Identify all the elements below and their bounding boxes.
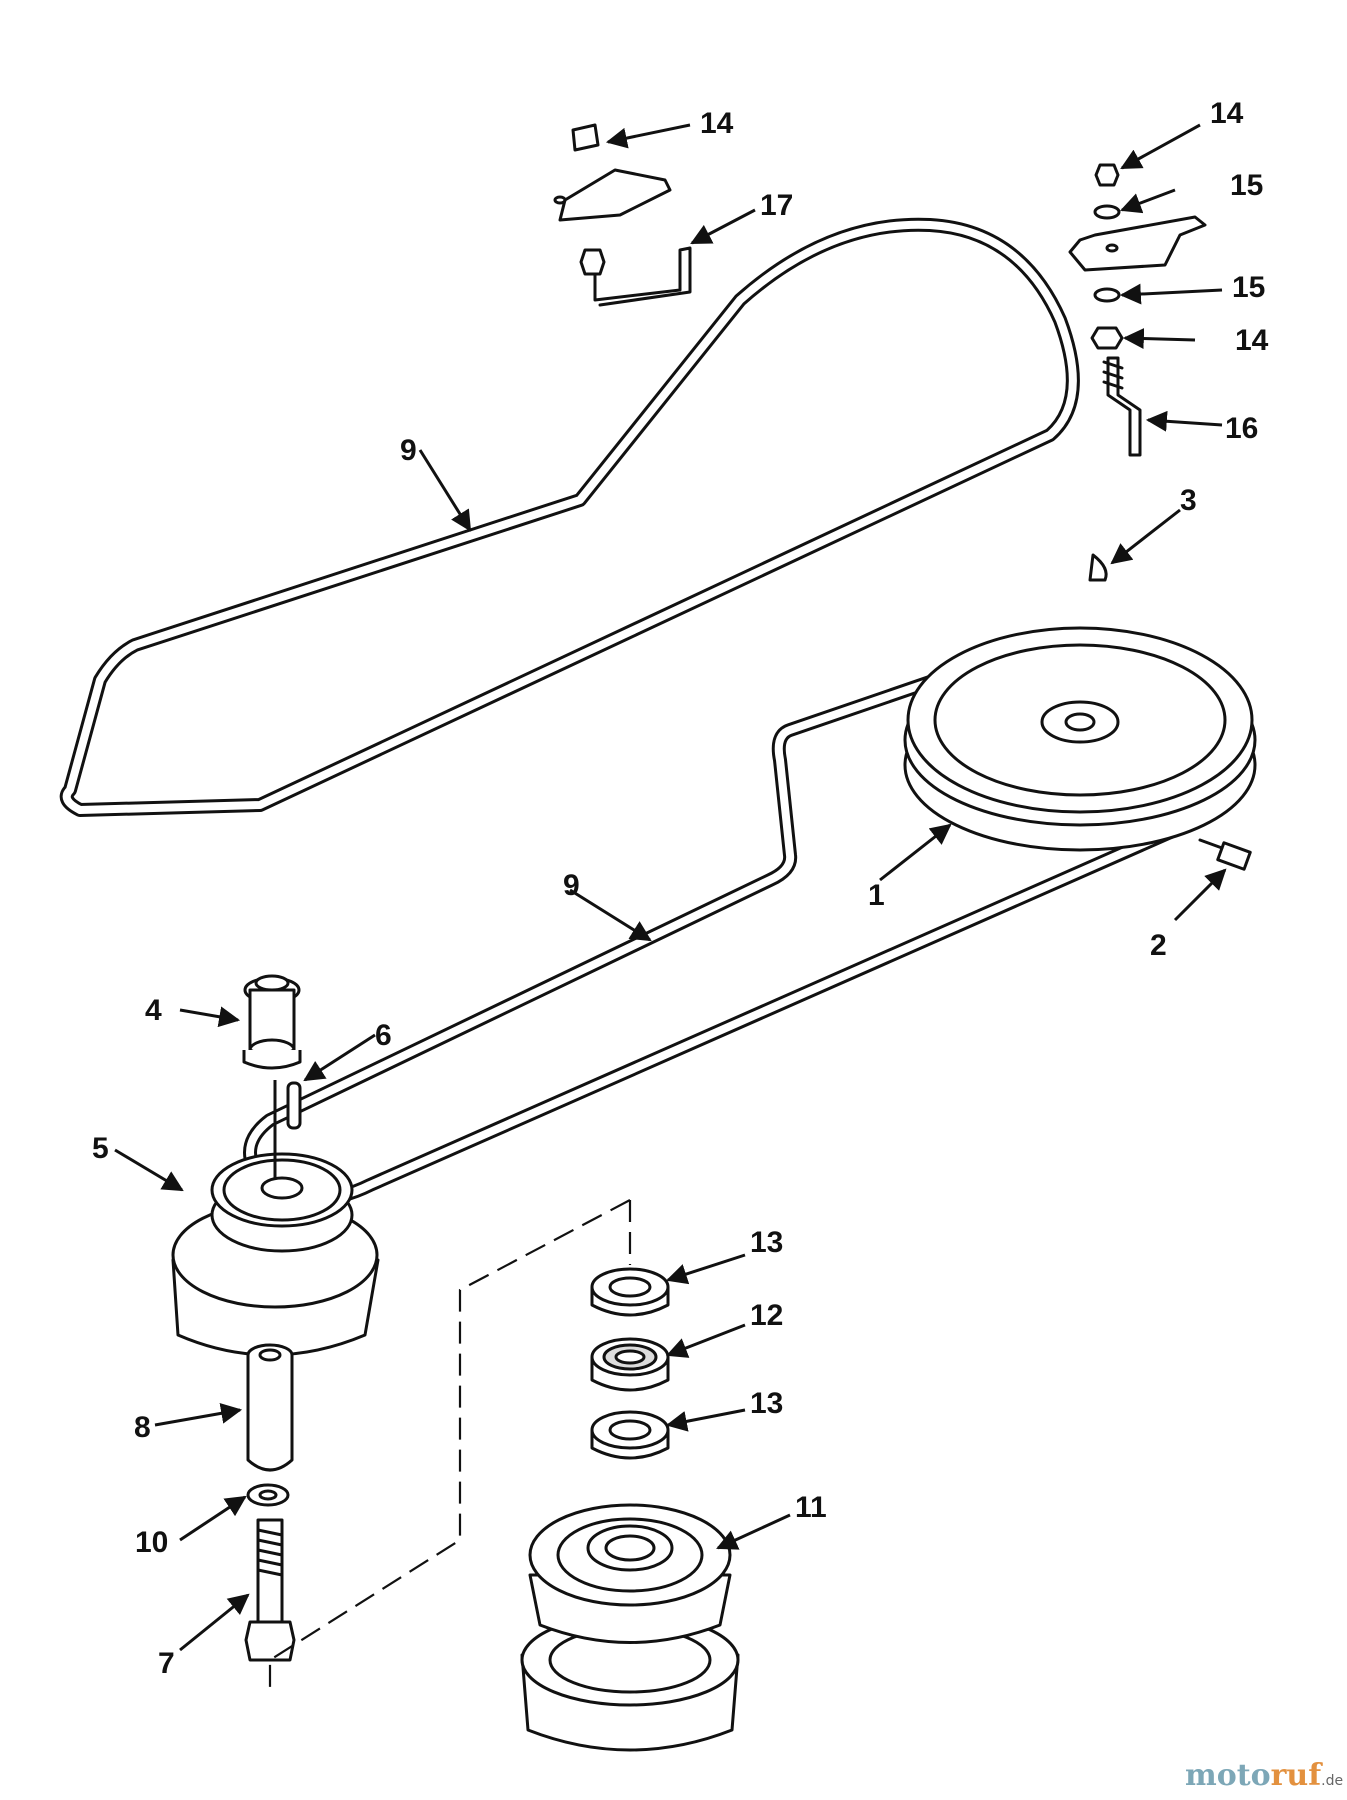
callout-2: 2 <box>1150 929 1167 962</box>
callout-1: 1 <box>868 879 885 912</box>
woodruff-key <box>1088 553 1108 582</box>
leader-arrows <box>114 123 1227 1652</box>
callout-11: 11 <box>795 1491 827 1524</box>
set-screw <box>1198 838 1252 871</box>
large-pulley <box>903 626 1257 852</box>
watermark-logo: motoruf.de <box>1185 1758 1343 1793</box>
idler-bracket-center <box>553 123 692 307</box>
callout-5: 5 <box>92 1132 109 1165</box>
pin <box>286 1081 302 1130</box>
spacer-tube <box>246 1343 294 1472</box>
callout-9-upper: 9 <box>400 434 417 467</box>
bearing-bottom <box>590 1410 670 1460</box>
svg-text:motoruf.de: motoruf.de <box>1185 1758 1343 1793</box>
callout-14-top-right: 14 <box>1210 97 1244 130</box>
callout-7: 7 <box>158 1647 175 1680</box>
callout-13-top: 13 <box>750 1226 783 1259</box>
callouts: 1 2 3 4 5 6 7 8 9 9 10 11 12 13 13 14 14… <box>92 97 1269 1680</box>
idler-bracket-right <box>1068 163 1207 457</box>
watermark-moto: moto <box>1185 1758 1271 1793</box>
callout-15-top: 15 <box>1230 169 1263 202</box>
belt-upper <box>59 217 1080 817</box>
drive-pulley <box>171 1080 380 1357</box>
washer <box>246 1483 290 1507</box>
watermark-tld: .de <box>1321 1773 1343 1789</box>
ball-bearing <box>590 1337 670 1392</box>
bolt <box>244 1518 296 1662</box>
callout-9-lower: 9 <box>563 869 580 902</box>
callout-17: 17 <box>760 189 793 222</box>
callout-13-bottom: 13 <box>750 1387 783 1420</box>
callout-15-bottom: 15 <box>1232 271 1265 304</box>
callout-12: 12 <box>750 1299 783 1332</box>
callout-8: 8 <box>134 1411 151 1444</box>
callout-3: 3 <box>1180 484 1197 517</box>
callout-6: 6 <box>375 1019 392 1052</box>
bushing <box>242 974 302 1070</box>
double-pulley <box>520 1503 740 1752</box>
watermark-ruf: ruf <box>1271 1758 1324 1793</box>
callout-10: 10 <box>135 1526 168 1559</box>
bearing-top <box>590 1267 670 1317</box>
callout-14-center: 14 <box>700 107 734 140</box>
callout-16: 16 <box>1225 412 1258 445</box>
callout-4: 4 <box>145 994 162 1027</box>
callout-14-mid-right: 14 <box>1235 324 1269 357</box>
